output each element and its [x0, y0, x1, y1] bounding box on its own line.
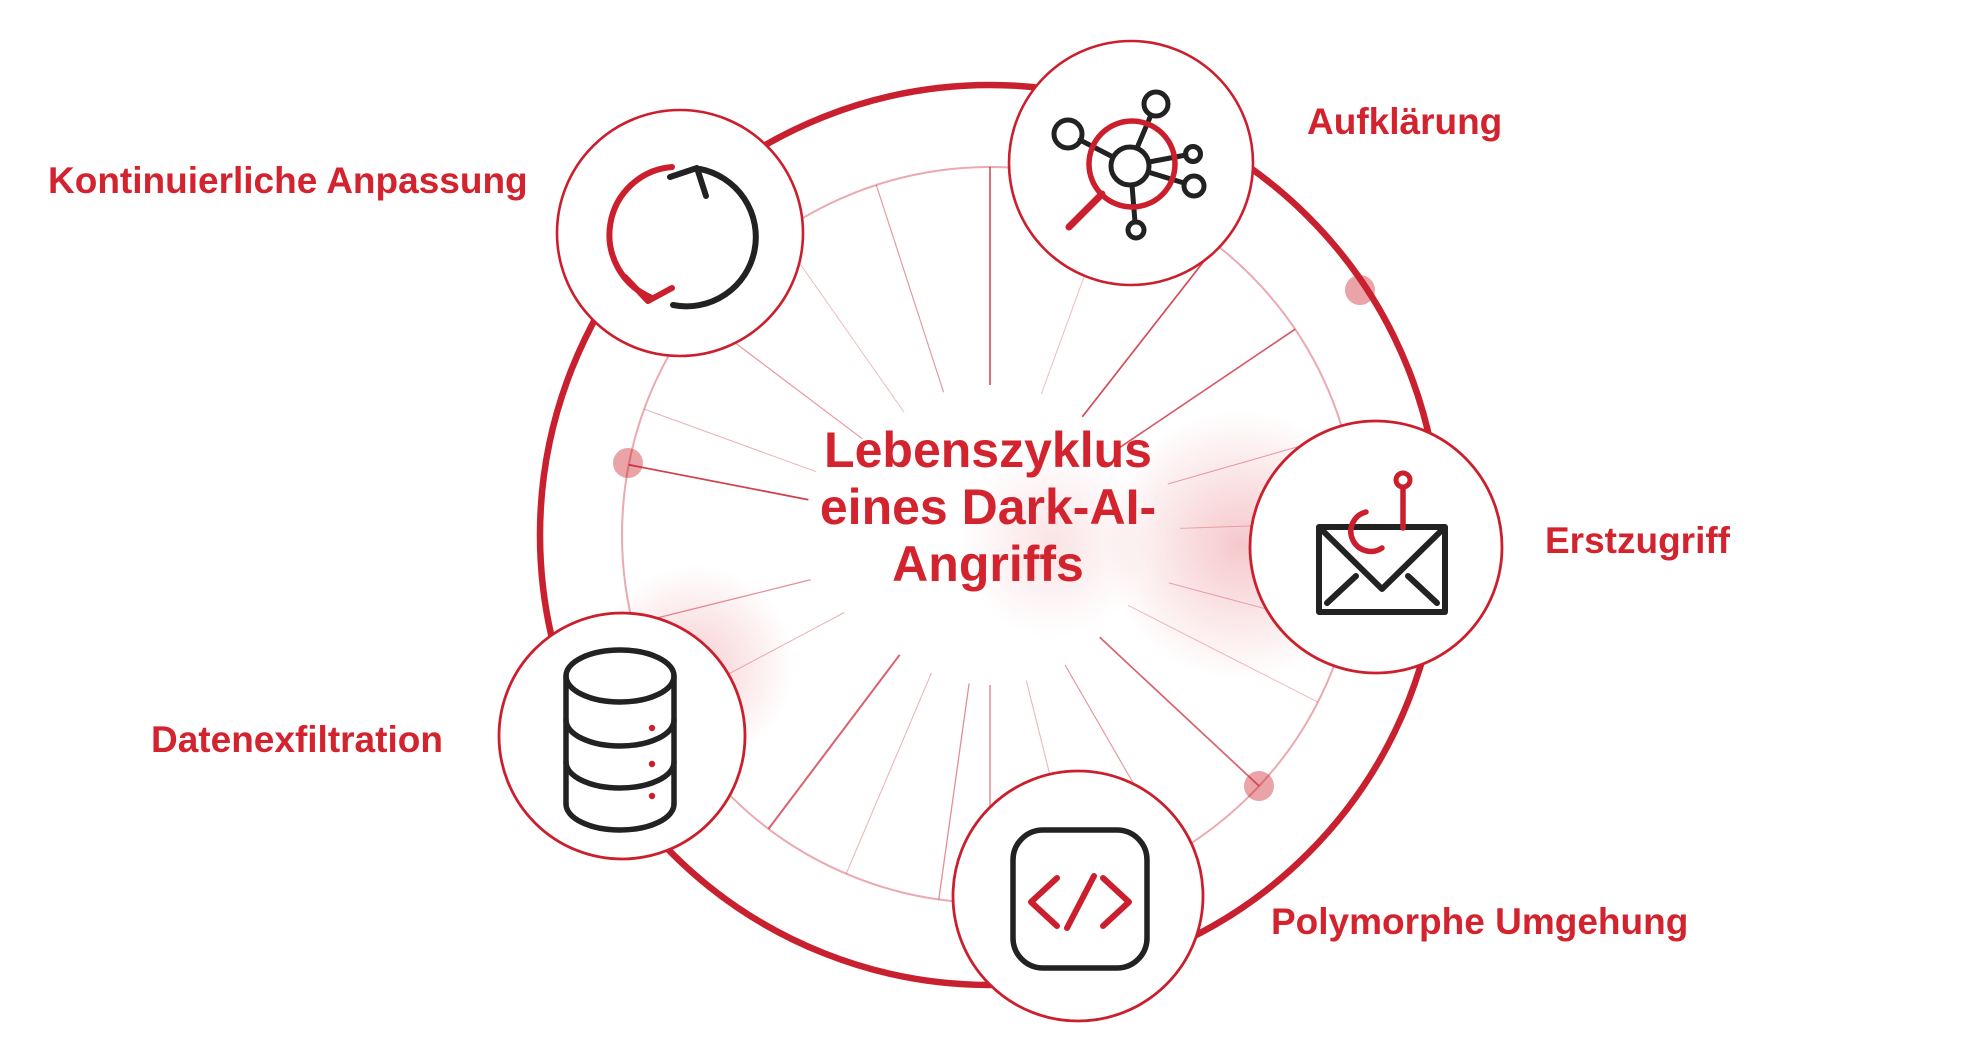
title-line-2: eines Dark-AI-: [819, 479, 1157, 535]
title-line-1: Lebenszyklus: [824, 422, 1152, 478]
node-circle: [1007, 39, 1255, 287]
database-icon: [563, 647, 677, 833]
node-aufklaerung: [1007, 39, 1255, 287]
hook-curve: [1348, 509, 1385, 555]
spoke-line: [767, 654, 901, 830]
spoke-line: [632, 579, 811, 625]
code-icon: [1010, 827, 1150, 971]
node-circle: [1248, 419, 1504, 675]
spoke-line: [1081, 244, 1218, 418]
spoke-line: [1113, 328, 1296, 452]
magnifier-handle: [1065, 190, 1106, 231]
cycle-icon: [606, 164, 759, 310]
spoke-line: [938, 683, 970, 900]
label-kontinuierliche-anpassung: Kontinuierliche Anpassung: [48, 160, 528, 201]
spoke-line: [845, 672, 932, 874]
label-datenexfiltration: Datenexfiltration: [151, 719, 443, 760]
spoke-line: [875, 184, 945, 393]
title-line-3: Angriffs: [892, 536, 1084, 592]
ring-dot: [613, 448, 643, 478]
node-circle: [951, 769, 1205, 1023]
ring-dot: [1345, 275, 1375, 305]
node-kontinuierliche-anpassung: [555, 108, 805, 358]
node-circle: [497, 611, 747, 861]
node-datenexfiltration: [497, 611, 747, 861]
node-polymorphe-umgehung: [951, 769, 1205, 1023]
spoke-line: [644, 408, 817, 473]
phishing-email-icon: [1316, 470, 1448, 615]
diagram-title: Lebenszyklus eines Dark-AI- Angriffs: [708, 422, 1268, 593]
label-polymorphe-umgehung: Polymorphe Umgehung: [1271, 901, 1689, 942]
network-scan-icon: [1051, 89, 1207, 241]
magnifier-lens: [1086, 118, 1178, 210]
spoke-line: [628, 463, 809, 501]
node-erstzugriff: [1248, 419, 1504, 675]
node-circle: [555, 108, 805, 358]
label-aufklaerung: Aufklärung: [1307, 101, 1503, 142]
label-erstzugriff: Erstzugriff: [1545, 520, 1730, 561]
spoke-line: [1127, 604, 1319, 703]
spoke-line: [1099, 636, 1260, 787]
